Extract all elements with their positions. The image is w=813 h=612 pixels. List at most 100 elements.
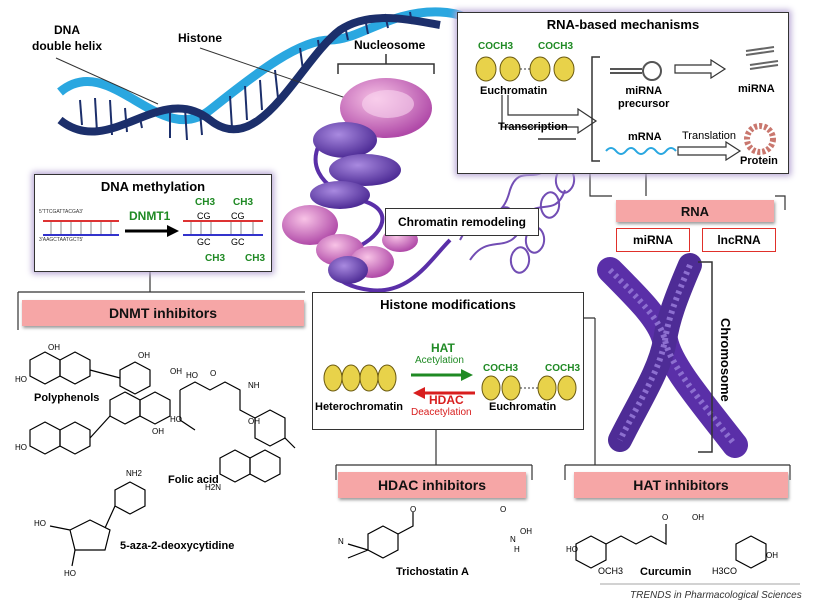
svg-text:N: N [510,535,516,544]
mirna-icon [745,46,779,70]
hat-inhibitors-header: HAT inhibitors [574,472,788,498]
protein-label: Protein [740,155,778,167]
chromatin-remodeling-label: Chromatin remodeling [397,215,526,229]
ch3-top-right: CH3 [233,197,254,208]
translation-arrow-icon [677,141,742,161]
svg-text:OH: OH [138,351,150,360]
rna-euchromatin-label: Euchromatin [480,85,548,97]
svg-text:NH2: NH2 [126,469,143,478]
acetylation-arrows-icon [411,369,475,399]
mrna-strand-icon [605,147,677,155]
dnmt1-arrow-icon [125,225,179,237]
svg-text:HO: HO [64,569,76,578]
svg-text:O: O [410,505,416,514]
rna-item-mirna-label: miRNA [632,233,673,247]
histone-coch3-2: COCH3 [545,363,581,374]
mirna-label: miRNA [738,83,775,95]
cg-right: CG [231,211,245,221]
trichostatin-label: Trichostatin A [396,566,469,578]
svg-text:HO: HO [170,415,182,424]
rna-mechanisms-title: RNA-based mechanisms [546,17,700,32]
acetylation-label: Acetylation [415,355,464,366]
dna-strand-left-icon [43,220,119,236]
svg-text:O: O [210,369,216,378]
hdac-inhibitors-header: HDAC inhibitors [338,472,526,498]
polyphenols-label: Polyphenols [34,392,100,404]
histone-modifications-box: Histone modifications Heterochromatin HA… [312,292,584,430]
svg-text:HO: HO [34,519,46,528]
chromatin-remodeling-box: Chromatin remodeling [385,208,539,236]
histone-label: Histone [178,31,223,45]
deacetylation-label: Deacetylation [411,407,472,418]
heterochromatin-beads-icon [323,364,397,392]
protein-icon [744,123,776,155]
transcription-arrow-icon [501,95,598,135]
rna-mechanisms-box: RNA-based mechanisms COCH3 COCH3 Euchrom… [457,12,789,174]
euchromatin-beads-icon [475,56,575,82]
svg-text:HO: HO [186,371,198,380]
gc-right: GC [231,237,245,247]
histone-coch3-1: COCH3 [483,363,519,374]
chromatin-fiber-graphic [282,78,452,293]
svg-text:OH: OH [766,551,778,560]
histone-modifications-title: Histone modifications [380,297,516,312]
transcription-label: Transcription [498,121,568,133]
och3-label: OCH3 [598,566,624,576]
rna-item-lncrna-label: lncRNA [717,233,761,247]
seq-top: 5'TTCGATTACGA3' [39,209,83,215]
svg-text:O: O [500,505,506,514]
maturation-arrow-icon [674,59,727,79]
mrna-label: mRNA [628,131,662,143]
dna-methylation-title: DNA methylation [100,179,206,194]
ch3-bottom-right: CH3 [245,253,266,264]
dnmt-inhibitors-header: DNMT inhibitors [22,300,304,326]
h3co-label: H3CO [712,566,738,576]
coch3-label-2: COCH3 [538,41,574,52]
svg-text:OH: OH [152,427,164,436]
nucleosome-label: Nucleosome [354,38,426,52]
chromosome-label: Chromosome [718,318,733,402]
ch3-bottom-left: CH3 [205,253,226,264]
rna-header: RNA [616,200,774,222]
mirna-precursor-label: miRNA precursor [618,85,670,110]
footer-credit: TRENDS in Pharmacological Sciences [630,590,802,601]
svg-text:HO: HO [566,545,578,554]
seq-bottom: 3'AAGCTAATGCT5' [39,237,84,243]
svg-text:OH: OH [520,527,532,536]
svg-text:HO: HO [15,375,27,384]
dna-strand-right-icon [183,220,263,236]
svg-text:OH: OH [692,513,704,522]
ch3-top-left: CH3 [195,197,216,208]
svg-text:OH: OH [48,343,60,352]
rna-item-lncrna: lncRNA [702,228,776,252]
hat-inhibitors-title: HAT inhibitors [633,477,729,493]
histone-euchromatin-label: Euchromatin [489,401,557,413]
rna-title: RNA [680,203,710,219]
svg-text:HO: HO [15,443,27,452]
rna-item-mirna: miRNA [616,228,690,252]
dna-methylation-box: DNA methylation 5'TTCGATTACGA3' 3'AAGCTA… [34,174,272,272]
svg-text:OH: OH [248,417,260,426]
curcumin-label: Curcumin [640,566,692,578]
hdac-label: HDAC [429,393,464,407]
heterochromatin-label: Heterochromatin [315,401,404,413]
hdac-inhibitors-title: HDAC inhibitors [377,477,487,493]
transcription-inhibit-icon [538,138,576,140]
dnmt-inhibitors-title: DNMT inhibitors [108,305,218,321]
gc-left: GC [197,237,211,247]
hat-label: HAT [431,341,455,355]
svg-text:N: N [338,537,344,546]
euchromatin-beads-histone-icon [481,375,577,401]
folic-acid-label: Folic acid [168,474,219,486]
cg-left: CG [197,211,211,221]
dna-helix-graphic [57,7,474,141]
translation-label: Translation [682,130,737,142]
aza-deoxycytidine-label: 5-aza-2-deoxycytidine [120,540,235,552]
rna-bracket-icon [591,56,600,162]
svg-text:NH: NH [248,381,260,390]
chromosome-graphic [597,253,748,458]
